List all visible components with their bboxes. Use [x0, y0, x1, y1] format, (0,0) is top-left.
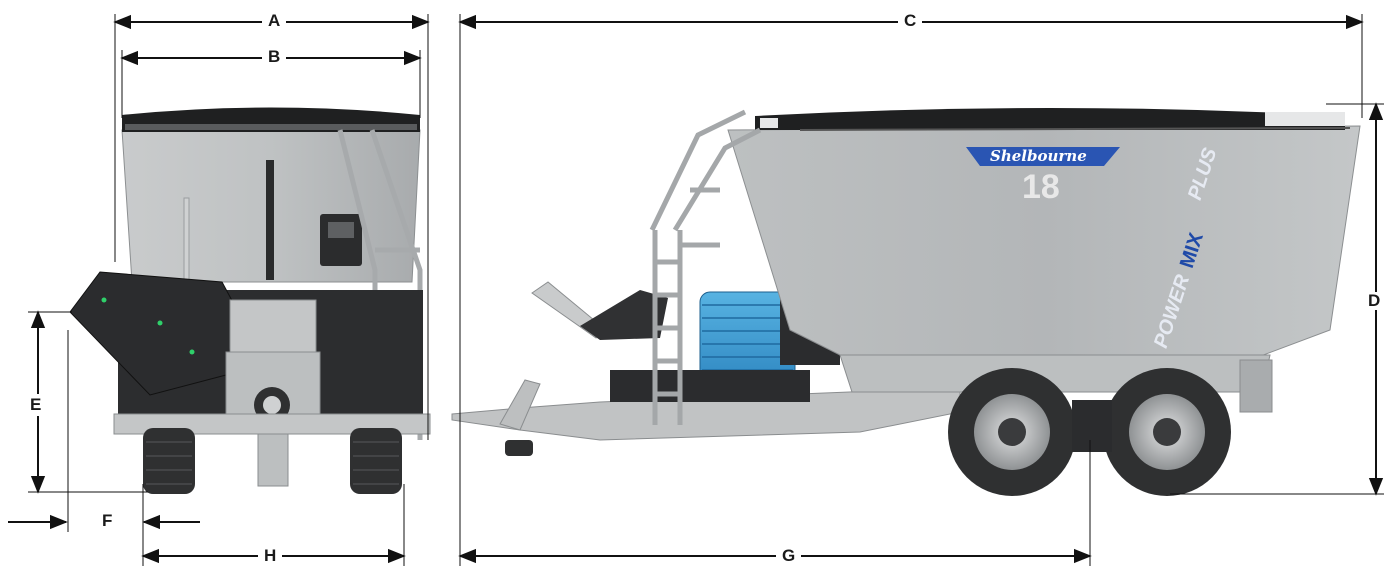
discharge-door: [69, 271, 237, 396]
side-rear-wheel-1: [948, 368, 1076, 496]
side-view: [451, 108, 1361, 496]
model-number: 18: [1022, 168, 1060, 206]
dim-label-f: F: [96, 512, 119, 530]
side-rear-wheel-2: [1103, 368, 1231, 496]
front-view: [69, 107, 431, 494]
side-ladder: [649, 109, 762, 425]
front-left-wheel: [143, 428, 195, 494]
dimension-lines: [8, 14, 1384, 566]
dim-label-d: D: [1366, 291, 1383, 310]
control-box: [320, 214, 362, 266]
dim-label-h: H: [258, 547, 283, 565]
side-tub-rim: [755, 108, 1345, 130]
dim-label-a: A: [262, 12, 287, 30]
front-right-wheel: [350, 428, 402, 494]
brand-plate: [966, 147, 1120, 166]
dim-label-e: E: [26, 394, 46, 416]
dim-label-b: B: [262, 48, 287, 66]
dim-label-g: G: [776, 547, 802, 565]
brand-logo-text: Shelbourne: [990, 147, 1087, 165]
dim-label-c: C: [898, 12, 923, 30]
